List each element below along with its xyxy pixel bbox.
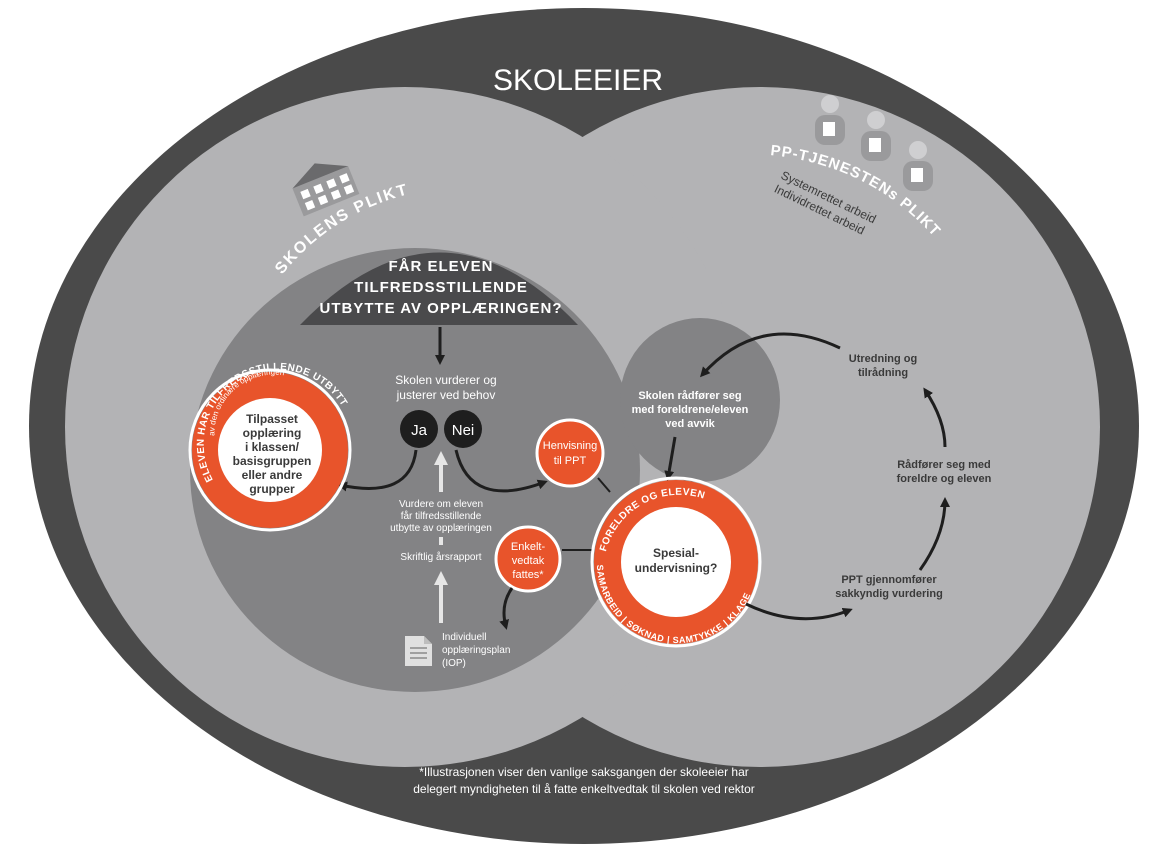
iop-line: Individuell [442, 632, 486, 643]
referral-line: til PPT [554, 455, 587, 467]
assess-line: Skolen vurderer og [395, 373, 496, 387]
diagram-title: SKOLEEIER [493, 64, 663, 97]
question-band [300, 252, 578, 325]
iop-line: opplæringsplan [442, 645, 510, 656]
satisfied-center-line: basisgruppen [233, 454, 312, 468]
ppt-assessment-line: PPT gjennomfører [841, 574, 937, 586]
referral-node: Henvisning til PPT [535, 418, 605, 488]
no-label: Nei [452, 422, 475, 439]
consult-line: Skolen rådfører seg [638, 390, 741, 402]
document-icon [405, 636, 432, 666]
question-line: FÅR ELEVEN [388, 258, 493, 275]
yes-node [400, 410, 438, 448]
question-line: TILFREDSSTILLENDE [354, 279, 528, 296]
ppt-consult-arrow [918, 497, 950, 571]
yes-arrow [337, 449, 418, 492]
school-building-icon [292, 163, 360, 217]
investigation-return-arrow [700, 332, 841, 378]
question-line: UTBYTTE AV OPPLÆRINGEN? [319, 300, 562, 317]
decision-line: Enkelt- [511, 541, 546, 553]
investigation-line: Utredning og [849, 353, 917, 365]
main-question: FÅR ELEVEN TILFREDSSTILLENDE UTBYTTE AV … [319, 258, 562, 317]
satisfied-center-line: i klassen/ [245, 440, 300, 454]
decision-arrow [499, 587, 514, 630]
no-node [444, 410, 482, 448]
school-bulge-area [620, 318, 780, 482]
investigation-line: tilrådning [858, 367, 908, 379]
evaluate-line: Vurdere om eleven [399, 499, 483, 510]
annual-report-label: Skriftlig årsrapport [400, 551, 481, 563]
decision-node: Enkelt- vedtak fattes* [494, 525, 562, 593]
ppt-assessment-arrow [745, 602, 853, 621]
ppt-staff-icon [815, 95, 933, 191]
ppt-assessment-line: sakkyndig vurdering [835, 588, 943, 600]
referral-connector [597, 477, 611, 493]
ppt-investigation-arrow [923, 387, 947, 448]
yes-label: Ja [411, 422, 428, 439]
decision-line: vedtak [512, 555, 545, 567]
consult-line: med foreldrene/eleven [632, 404, 749, 416]
ppt-consult-line: foreldre og eleven [897, 473, 992, 485]
footnote-line: *Illustrasjonen viser den vanlige saksga… [419, 765, 749, 779]
iop-line: (IOP) [442, 658, 466, 669]
footnote-line: delegert myndigheten til å fatte enkeltv… [413, 782, 755, 796]
assess-line: justerer ved behov [396, 388, 496, 402]
decision-line: fattes* [512, 569, 544, 581]
satisfied-center-line: grupper [249, 482, 295, 496]
evaluate-line: utbytte av opplæringen [390, 523, 492, 534]
consult-line: ved avvik [665, 418, 715, 430]
referral-line: Henvisning [543, 440, 597, 452]
satisfied-center-line: opplæring [243, 426, 302, 440]
no-arrow [454, 449, 548, 493]
special-center-line: undervisning? [635, 561, 718, 575]
consult-arrow [664, 436, 677, 481]
evaluate-line: får tilfredsstillende [401, 510, 482, 522]
satisfied-center-line: eller andre [242, 468, 303, 482]
satisfied-center-line: Tilpasset [246, 412, 298, 426]
ppt-consult-line: Rådfører seg med [897, 459, 991, 471]
special-education-ring: FORELDRE OG ELEVEN SAMARBEID | SØKNAD | … [590, 476, 762, 648]
special-center-line: Spesial- [653, 546, 699, 560]
